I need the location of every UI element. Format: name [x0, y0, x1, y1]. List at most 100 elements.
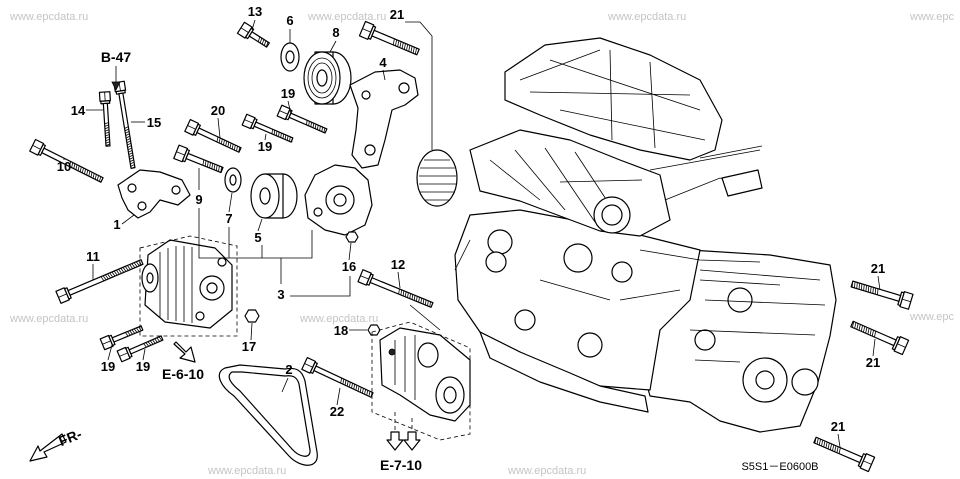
alternator — [141, 239, 233, 329]
callout-1[interactable]: 1 — [113, 217, 120, 232]
bolt-19-top — [276, 104, 328, 134]
bolt-13 — [236, 21, 270, 48]
front-indicator-label: FR- — [56, 425, 84, 449]
callouts: 13 6 8 21 4 14 15 20 19 19 10 9 7 1 5 11… — [57, 4, 885, 434]
callout-16[interactable]: 16 — [342, 259, 356, 274]
callout-15[interactable]: 15 — [147, 115, 161, 130]
water-outlet — [485, 251, 507, 273]
callout-5[interactable]: 5 — [254, 230, 261, 245]
nut-16 — [345, 231, 359, 243]
watermark: www.epcdata.ru — [9, 11, 88, 23]
valve-cover-ribs — [519, 49, 706, 149]
watermark: www.epc — [909, 11, 955, 23]
callout-22[interactable]: 22 — [330, 404, 344, 419]
callout-19-top[interactable]: 19 — [281, 86, 295, 101]
callout-12[interactable]: 12 — [391, 257, 405, 272]
bolt-19-mid — [241, 113, 294, 143]
bolt-shaft — [185, 152, 224, 174]
callout-18[interactable]: 18 — [334, 323, 348, 338]
bolt-thread — [143, 336, 163, 348]
engine-fitting — [577, 332, 603, 358]
reference-arrow-b47 — [111, 66, 121, 91]
watermark: www.epcdata.ru — [207, 465, 286, 477]
callout-8[interactable]: 8 — [332, 25, 339, 40]
callout-19-bottom-left[interactable]: 19 — [101, 359, 115, 374]
idler-pulley-8 — [303, 51, 352, 105]
bolt-21-right-lower — [813, 436, 876, 473]
bolt-9 — [173, 144, 224, 174]
callout-13[interactable]: 13 — [248, 4, 262, 19]
engine-fitting — [727, 287, 753, 313]
bolt-thread — [124, 326, 142, 337]
engine-bracket — [721, 169, 763, 197]
bolt-shaft — [288, 112, 328, 134]
bolt-shaft — [128, 335, 164, 355]
valve-cover — [504, 37, 723, 161]
engine-fitting — [791, 368, 819, 396]
callout-17[interactable]: 17 — [242, 339, 256, 354]
callout-21-top[interactable]: 21 — [390, 7, 404, 22]
bolt-thread — [104, 122, 111, 146]
callout-21-right-upper[interactable]: 21 — [871, 261, 885, 276]
reference-e610[interactable]: E-6-10 — [162, 366, 204, 382]
bolt-shaft — [102, 102, 111, 147]
engine-fitting — [694, 329, 716, 351]
engine-hoses — [454, 145, 781, 301]
bolt-shaft — [67, 259, 144, 296]
bolt-thread — [814, 437, 841, 454]
bolt-shaft — [813, 436, 863, 464]
watermark: www.epcdata.ru — [9, 313, 88, 325]
callout-2[interactable]: 2 — [285, 362, 292, 377]
callout-14[interactable]: 14 — [71, 103, 86, 118]
callout-19-mid[interactable]: 19 — [258, 139, 272, 154]
intake-runners — [489, 147, 626, 229]
bolt-11 — [55, 259, 144, 304]
starter-motor — [379, 327, 471, 422]
bolt-thread — [216, 136, 241, 153]
bolt-thread — [851, 281, 879, 295]
stud-15 — [113, 80, 136, 170]
nut-17 — [244, 309, 260, 323]
callout-6[interactable]: 6 — [286, 13, 293, 28]
drive-belt-2 — [218, 364, 318, 466]
alternator-group-box — [139, 235, 238, 337]
watermark: www.epc — [909, 311, 955, 323]
callout-7[interactable]: 7 — [225, 211, 232, 226]
callout-21-right-lower[interactable]: 21 — [831, 419, 845, 434]
callout-21-right-middle[interactable]: 21 — [866, 355, 880, 370]
watermark: www.epcdata.ru — [307, 11, 386, 23]
engine-fitting — [487, 229, 513, 255]
watermark: www.epcdata.ru — [607, 11, 686, 23]
bracket-4 — [349, 69, 419, 169]
front-direction-arrow — [29, 433, 67, 462]
bolt-thread — [202, 159, 223, 173]
bolt-21-top — [358, 20, 420, 56]
bolt-thread — [257, 36, 269, 47]
bolt-19-bottom-right — [116, 335, 164, 363]
reference-arrow-e610 — [173, 341, 196, 363]
watermark: www.epcdata.ru — [299, 313, 378, 325]
bolt-thread — [100, 260, 142, 282]
starter-group-box — [371, 321, 471, 441]
bolt-shaft — [850, 280, 902, 302]
tensioner-pulley-5 — [250, 173, 298, 219]
reference-b47[interactable]: B-47 — [101, 49, 132, 65]
callout-3[interactable]: 3 — [277, 287, 284, 302]
leader-lines — [63, 19, 881, 448]
bolt-19-bottom-left — [99, 325, 144, 351]
callout-20[interactable]: 20 — [211, 103, 225, 118]
callout-9[interactable]: 9 — [195, 192, 202, 207]
callout-19-bottom-right[interactable]: 19 — [136, 359, 150, 374]
transmission-cover-center — [755, 370, 775, 390]
callout-4[interactable]: 4 — [379, 55, 387, 70]
bolt-10 — [29, 138, 104, 183]
reference-e710[interactable]: E-7-10 — [380, 457, 422, 473]
callout-10[interactable]: 10 — [57, 159, 71, 174]
bolt-shaft — [111, 325, 144, 343]
watermark: www.epcdata.ru — [507, 465, 586, 477]
bracket-1 — [117, 169, 191, 219]
callout-11[interactable]: 11 — [86, 249, 100, 264]
stud-14 — [98, 91, 111, 147]
transmission-ribs — [689, 269, 826, 363]
